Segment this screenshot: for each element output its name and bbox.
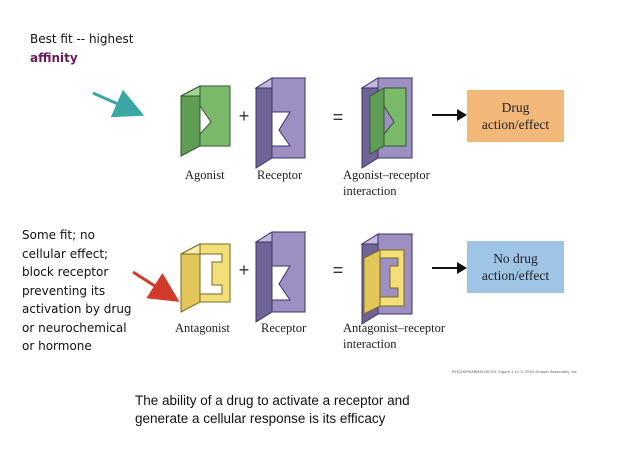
no-effect-line-1: No drug	[493, 251, 538, 266]
some-fit-line-5: activation by drug	[22, 302, 132, 316]
no-effect-text: No drug action/effect	[467, 241, 564, 293]
antagonist-shape	[180, 243, 231, 313]
antagonist-receptor-complex	[360, 233, 414, 325]
equals-sign: =	[333, 107, 344, 127]
some-fit-line-2: cellular effect;	[22, 246, 109, 261]
agonist-receptor-complex	[360, 77, 414, 169]
plus-sign-2: +	[239, 260, 250, 280]
figure-credit: PSYCHOPHARMACOLOGY, Figure 1.11 © 2005 S…	[452, 370, 578, 374]
agonist-shape	[180, 85, 231, 157]
some-fit-line-3: block receptor	[22, 265, 109, 279]
agonist-interaction-label: Agonist–receptor interaction	[343, 167, 430, 199]
some-fit-line-7: or hormone	[22, 339, 92, 353]
some-fit-line-1: Some fit; no	[22, 228, 95, 242]
antagonist-interaction-label-line-1: Antagonist–receptor	[343, 321, 446, 335]
antagonist-interaction-label: Antagonist–receptor interaction	[343, 320, 445, 352]
agonist-label: Agonist	[185, 168, 225, 182]
no-effect-line-2: action/effect	[481, 268, 550, 283]
caption: The ability of a drug to activate a rece…	[135, 392, 410, 428]
no-effect-box	[467, 241, 564, 293]
drug-effect-text: Drug action/effect	[467, 90, 564, 142]
receptor-label: Receptor	[257, 168, 303, 182]
drug-effect-line-2: action/effect	[481, 117, 550, 132]
drug-effect-line-1: Drug	[501, 100, 530, 115]
best-fit-line-1: Best fit -- highest	[30, 32, 134, 46]
agonist-interaction-label-line-1: Agonist–receptor	[343, 168, 430, 182]
receptor-shape-2	[254, 231, 307, 323]
equals-sign-2: =	[333, 260, 344, 280]
affinity-word: affinity	[30, 51, 78, 65]
some-fit-line-6: or neurochemical	[22, 320, 127, 335]
some-fit-note: Some fit; no cellular effect; block rece…	[22, 226, 132, 356]
result-arrowhead	[457, 109, 467, 121]
drug-effect-box	[467, 90, 564, 142]
antagonist-label: Antagonist	[175, 321, 230, 335]
caption-line-2: generate a cellular response is its effi…	[135, 411, 386, 426]
teal-arrow	[92, 89, 145, 118]
red-arrow	[132, 270, 180, 302]
antagonist-interaction-label-line-2: interaction	[343, 337, 397, 351]
caption-line-1: The ability of a drug to activate a rece…	[135, 393, 410, 408]
receptor-shape	[254, 77, 307, 169]
receptor-label-2: Receptor	[261, 321, 307, 335]
some-fit-line-4: preventing its	[22, 283, 106, 298]
result-arrowhead-2	[457, 262, 467, 274]
agonist-interaction-label-line-2: interaction	[343, 184, 397, 198]
best-fit-note: Best fit -- highest affinity	[30, 30, 133, 68]
plus-sign: +	[239, 106, 250, 126]
